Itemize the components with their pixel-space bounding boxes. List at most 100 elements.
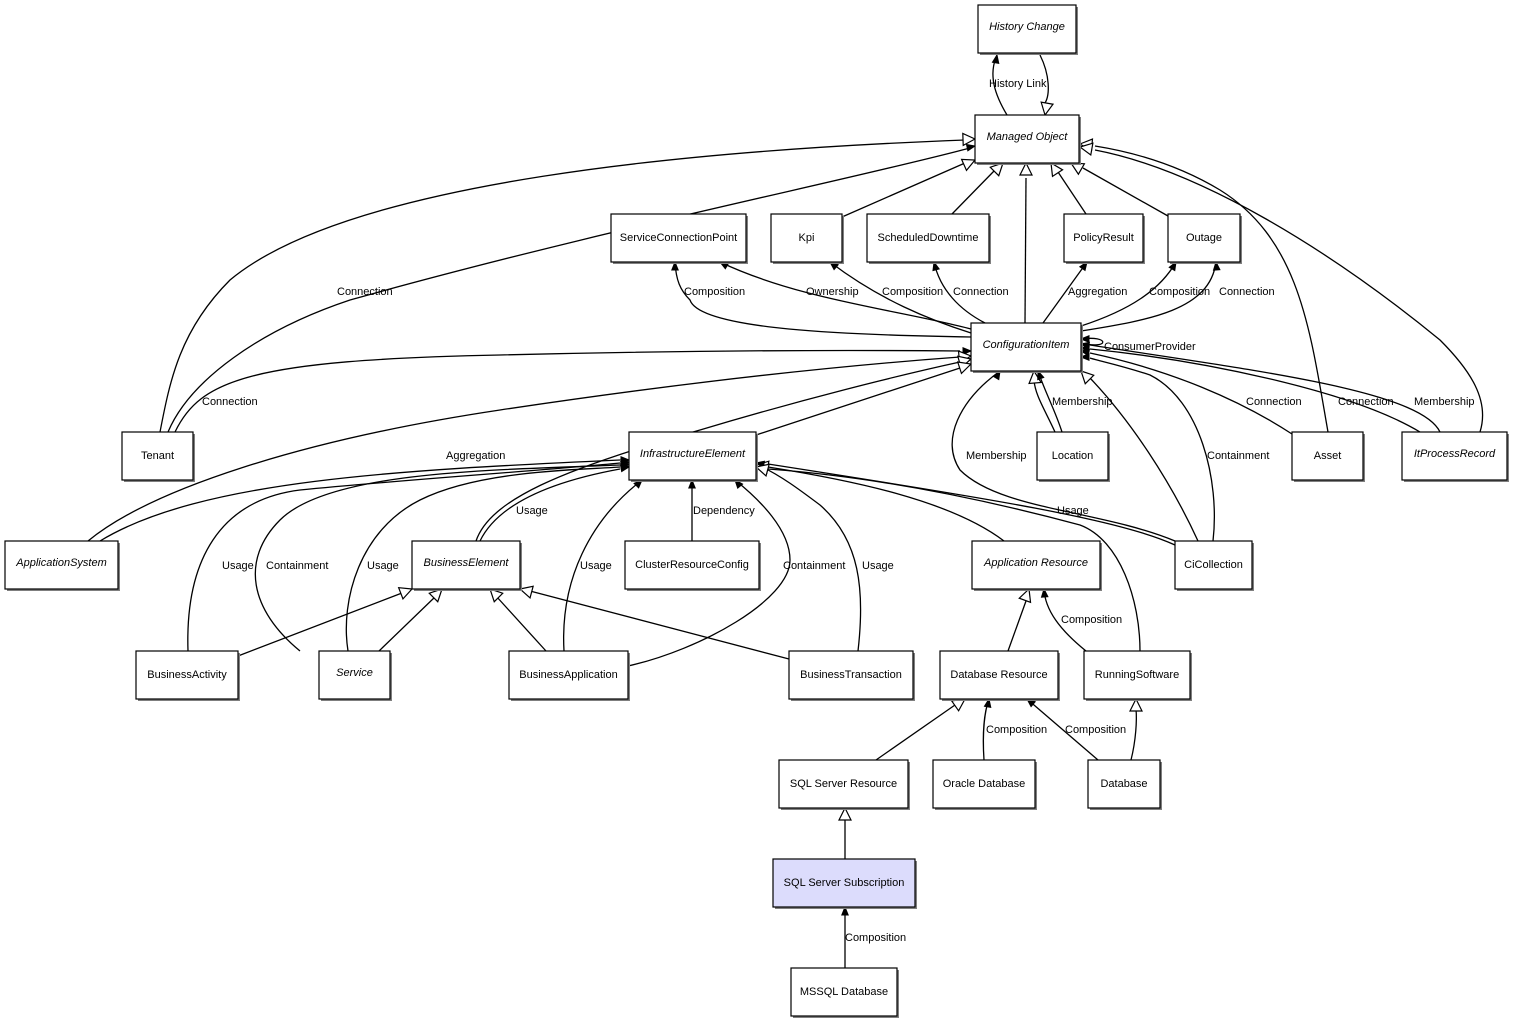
inheritance-arrowhead-icon: [956, 361, 973, 375]
inheritance-arrowhead-icon: [1018, 587, 1032, 604]
edge-business-element-to-infrastructure-element-usage: [479, 464, 631, 542]
inheritance-arrowhead-icon: [1129, 697, 1143, 712]
edge-line: [99, 459, 621, 542]
association-arrowhead-icon: [991, 53, 1000, 65]
edge-tenant-to-configuration-item-connection: [174, 347, 973, 433]
node-sql-server-resource[interactable]: SQL Server Resource: [778, 759, 910, 810]
node-label: Asset: [1314, 450, 1342, 462]
association-arrowhead-icon: [932, 260, 941, 272]
edge-line: [1039, 54, 1049, 104]
edge-line: [1057, 171, 1087, 215]
node-outage[interactable]: Outage: [1167, 213, 1242, 264]
association-arrowhead-icon: [734, 478, 744, 490]
edge-mssql-database-to-sql-server-subscription-composition: [841, 905, 849, 968]
edge-history-change-to-managed-object-inheritance: [1039, 54, 1055, 117]
node-label: ItProcessRecord: [1414, 448, 1496, 460]
association-arrowhead-icon: [1078, 260, 1088, 272]
edge-line: [1089, 377, 1199, 542]
edge-label: Membership: [1414, 396, 1475, 408]
node-application-resource[interactable]: Application Resource: [971, 540, 1102, 591]
node-box: [411, 540, 521, 590]
node-box: [1063, 213, 1144, 263]
edge-line: [1130, 708, 1137, 761]
node-application-system[interactable]: ApplicationSystem: [4, 540, 120, 591]
node-label: MSSQL Database: [800, 986, 888, 998]
edge-line: [1089, 344, 1441, 433]
node-box: [977, 4, 1077, 54]
edge-line: [755, 367, 961, 436]
node-running-software[interactable]: RunningSoftware: [1083, 650, 1192, 701]
edge-it-process-record-to-configuration-item-membership: [1079, 341, 1441, 433]
node-business-transaction[interactable]: BusinessTransaction: [788, 650, 915, 701]
node-box: [866, 213, 990, 263]
edge-label: Composition: [986, 724, 1047, 736]
node-kpi[interactable]: Kpi: [770, 213, 844, 264]
edge-database-resource-to-application-resource-inheritance: [1007, 587, 1032, 652]
association-arrowhead-icon: [1040, 587, 1049, 598]
node-mssql-database[interactable]: MSSQL Database: [790, 967, 899, 1018]
edge-label: Membership: [1052, 396, 1113, 408]
edge-label: Membership: [966, 450, 1027, 462]
inheritance-arrowhead-icon: [1019, 161, 1033, 176]
node-configuration-item[interactable]: ConfigurationItem: [970, 322, 1083, 373]
node-infrastructure-element[interactable]: InfrastructureElement: [628, 431, 758, 482]
edge-line: [841, 162, 966, 218]
node-managed-object[interactable]: Managed Object: [974, 114, 1081, 165]
edge-line: [1042, 261, 1088, 324]
edge-label: Aggregation: [1068, 286, 1127, 298]
node-asset[interactable]: Asset: [1291, 431, 1365, 482]
node-it-process-record[interactable]: ItProcessRecord: [1401, 431, 1509, 482]
edge-label: Composition: [1149, 286, 1210, 298]
node-service[interactable]: Service: [318, 650, 392, 701]
node-cluster-resource-config[interactable]: ClusterResourceConfig: [624, 540, 761, 591]
edge-label: Usage: [222, 560, 254, 572]
node-box: [970, 322, 1082, 372]
node-business-element[interactable]: BusinessElement: [411, 540, 522, 591]
node-oracle-database[interactable]: Oracle Database: [932, 759, 1037, 810]
association-arrowhead-icon: [962, 347, 973, 355]
node-label: ClusterResourceConfig: [635, 559, 749, 571]
node-tenant[interactable]: Tenant: [121, 431, 195, 482]
node-label: ConfigurationItem: [983, 339, 1070, 351]
association-arrowhead-icon: [1212, 260, 1221, 271]
node-database-resource[interactable]: Database Resource: [939, 650, 1060, 701]
node-business-activity[interactable]: BusinessActivity: [135, 650, 240, 701]
edge-sql-server-subscription-to-sql-server-resource-inheritance: [838, 806, 852, 859]
edge-line: [719, 261, 972, 330]
edge-label: Usage: [1057, 505, 1089, 517]
inheritance-arrowhead-icon: [838, 806, 852, 821]
association-arrowhead-icon: [983, 697, 992, 709]
edge-line: [1080, 261, 1217, 332]
edge-tenant-to-managed-object-inheritance: [159, 132, 977, 433]
node-scheduled-downtime[interactable]: ScheduledDowntime: [866, 213, 991, 264]
node-policy-result[interactable]: PolicyResult: [1063, 213, 1145, 264]
edge-label: Usage: [580, 560, 612, 572]
node-business-application[interactable]: BusinessApplication: [508, 650, 630, 701]
node-box: [932, 759, 1036, 809]
node-label: BusinessElement: [424, 557, 510, 569]
node-service-connection-point[interactable]: ServiceConnectionPoint: [610, 213, 748, 264]
node-label: Database Resource: [950, 669, 1047, 681]
edge-business-transaction-to-infrastructure-element-usage: [754, 462, 862, 652]
node-box: [974, 114, 1080, 164]
edge-line: [475, 361, 961, 542]
node-label: Oracle Database: [943, 778, 1026, 790]
node-box: [624, 540, 760, 590]
edge-label: Usage: [862, 560, 894, 572]
node-history-change[interactable]: History Change: [977, 4, 1078, 55]
node-label: Tenant: [141, 450, 174, 462]
edge-line: [479, 468, 621, 542]
node-database[interactable]: Database: [1087, 759, 1162, 810]
node-box: [772, 858, 916, 908]
node-label: Kpi: [799, 232, 815, 244]
node-box: [1083, 650, 1191, 700]
node-ci-collection[interactable]: CiCollection: [1174, 540, 1254, 591]
edge-oracle-database-to-database-resource-composition: [982, 697, 992, 761]
node-label: PolicyResult: [1073, 232, 1134, 244]
node-box: [1036, 431, 1109, 481]
node-location[interactable]: Location: [1036, 431, 1110, 482]
edge-line: [378, 595, 437, 652]
node-box: [770, 213, 843, 263]
edge-policy-result-to-managed-object-inheritance: [1050, 161, 1087, 215]
node-sql-server-subscription[interactable]: SQL Server Subscription: [772, 858, 917, 909]
